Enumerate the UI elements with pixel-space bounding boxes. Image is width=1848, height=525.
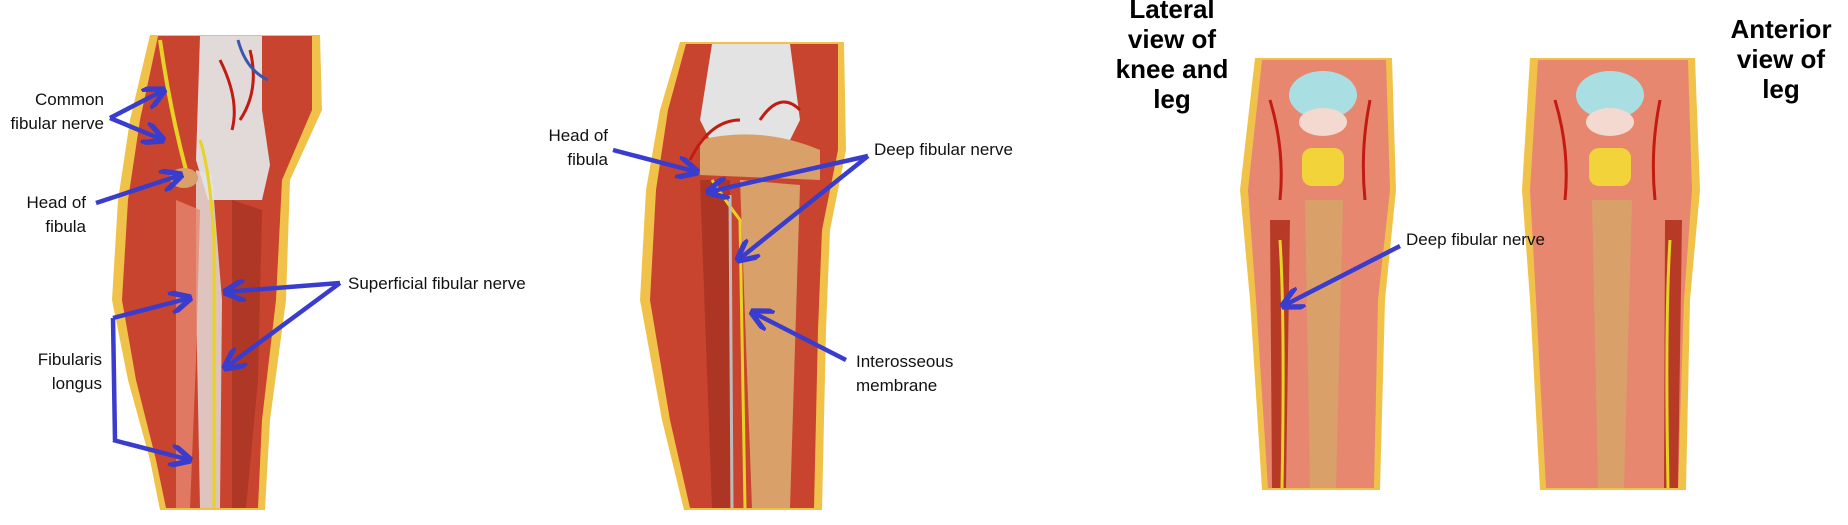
arrow-fibularis-longus-upper [112,298,190,321]
anterior-leg-pair-illustration [1240,58,1700,490]
label-head-of-fibula-mid: Head of fibula [548,126,608,169]
label-deep-fibular-nerve-right: Deep fibular nerve [1406,230,1545,249]
label-deep-fibular-nerve-mid: Deep fibular nerve [874,140,1013,159]
lateral-leg-illustration [112,35,322,510]
arrow-common-fibular-nerve-upper [108,90,164,120]
title-anterior-view: Anterior view of leg [1730,14,1832,104]
arrow-superficial-fibular-nerve-upper [225,283,341,292]
label-fibularis-longus: Fibularis longus [37,350,102,393]
label-common-fibular-nerve: Common fibular nerve [10,90,104,133]
arrow-interosseous-membrane [752,312,848,363]
arrow-head-of-fibula-mid [612,147,697,172]
anterior-leg-illustration [640,42,846,510]
arrow-superficial-fibular-nerve-lower [225,281,342,368]
label-superficial-fibular-nerve: Superficial fibular nerve [348,274,526,293]
label-interosseous-membrane: Interosseous membrane [856,352,954,395]
arrow-deep-fibular-nerve-mid-left [708,153,869,192]
title-lateral-view: Lateral view of knee and leg [1115,0,1229,114]
arrow-common-fibular-nerve-lower [109,115,163,140]
arrow-fibularis-longus-lower [112,437,190,460]
annotation-arrows [95,90,1402,460]
arrow-deep-fibular-nerve-right [1283,243,1402,306]
fibularis-longus-bracket [110,317,118,441]
label-head-of-fibula-left: Head of fibula [26,193,86,236]
arrow-head-of-fibula-left [95,175,181,206]
arrow-deep-fibular-nerve-mid-down [738,154,870,260]
